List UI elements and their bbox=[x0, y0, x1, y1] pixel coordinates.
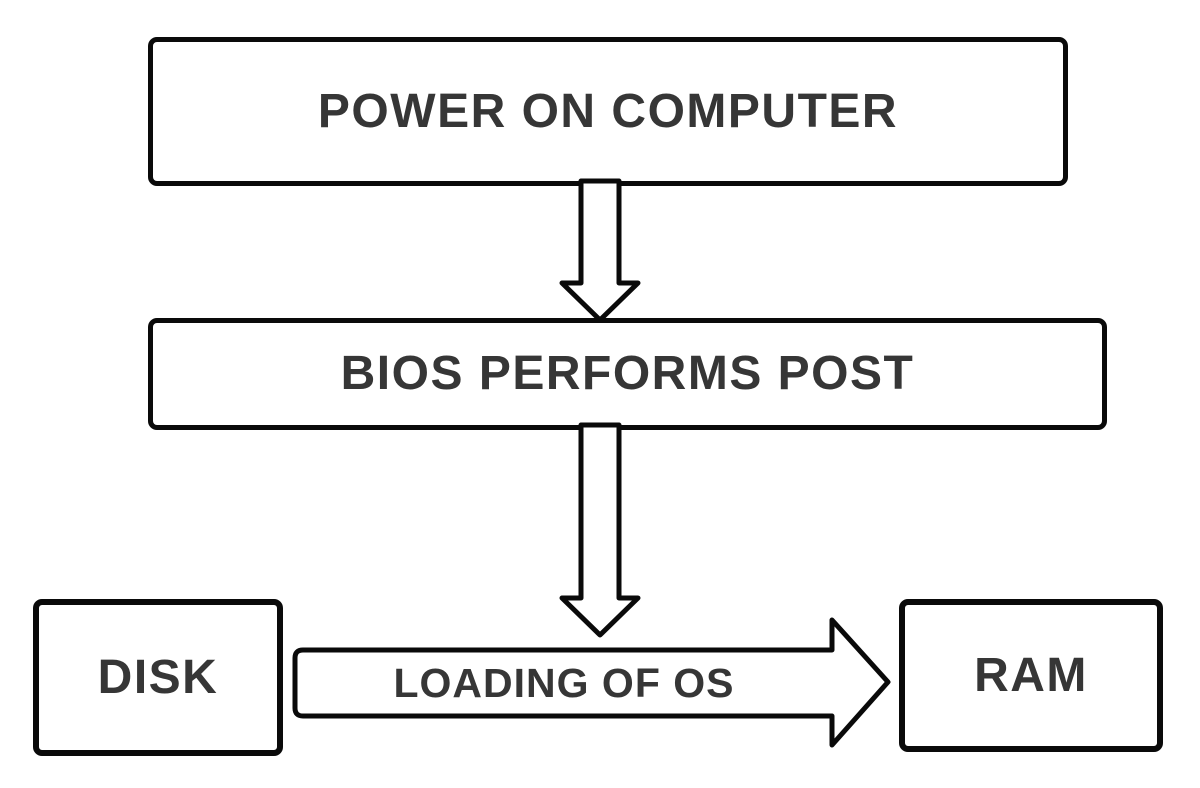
node-bios-performs-post-label: BIOS PERFORMS POST bbox=[340, 347, 915, 400]
down-arrow-bios-to-loading-icon bbox=[559, 422, 641, 638]
down-arrow-power-to-bios-icon bbox=[559, 178, 641, 323]
edge-loading-of-os-label: LOADING OF OS bbox=[393, 659, 735, 706]
node-disk: DISK bbox=[33, 599, 283, 756]
node-bios-performs-post: BIOS PERFORMS POST bbox=[148, 318, 1107, 430]
node-ram-label: RAM bbox=[974, 648, 1088, 702]
node-ram: RAM bbox=[899, 599, 1163, 752]
right-arrow-disk-to-ram-icon bbox=[292, 617, 891, 748]
node-power-on-computer: POWER ON COMPUTER bbox=[148, 37, 1068, 186]
node-disk-label: DISK bbox=[97, 650, 219, 704]
node-power-on-computer-label: POWER ON COMPUTER bbox=[317, 84, 899, 138]
